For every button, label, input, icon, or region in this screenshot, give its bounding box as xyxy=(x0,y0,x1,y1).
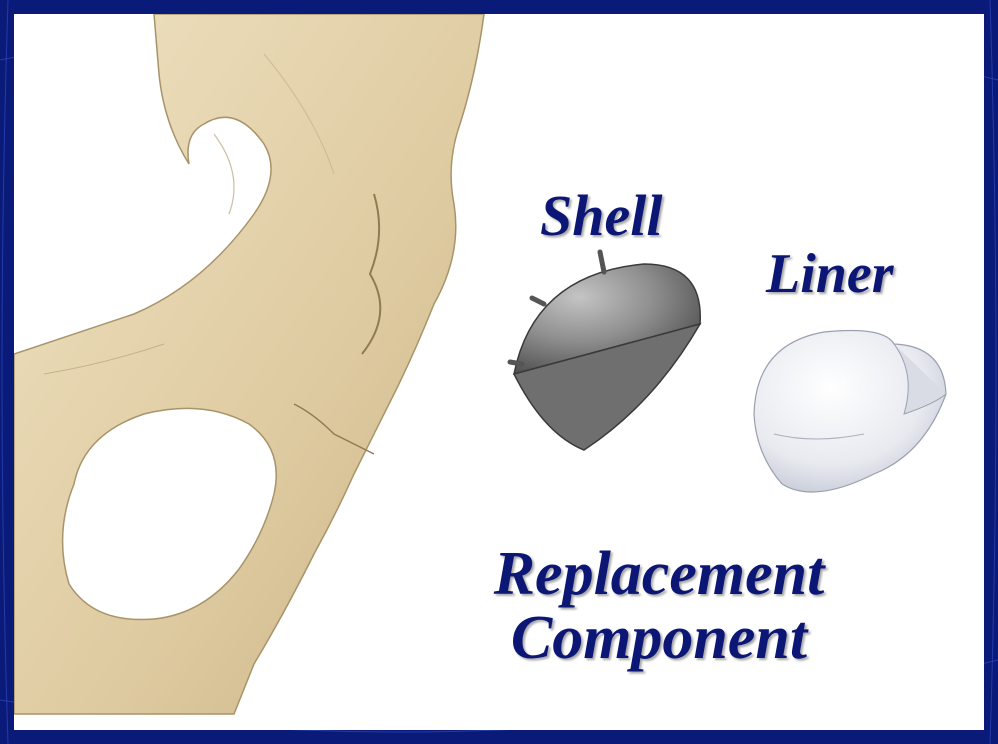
shell-component xyxy=(510,252,700,450)
replacement-component-title: Replacement Component xyxy=(424,542,894,670)
content-panel: Shell Liner Replacement Component xyxy=(14,14,984,730)
title-line-1: Replacement xyxy=(424,542,894,606)
liner-component xyxy=(754,331,946,493)
liner-label: Liner xyxy=(766,242,894,306)
pelvis-bone xyxy=(14,14,484,714)
shell-label: Shell xyxy=(540,182,663,249)
title-line-2: Component xyxy=(424,606,894,670)
